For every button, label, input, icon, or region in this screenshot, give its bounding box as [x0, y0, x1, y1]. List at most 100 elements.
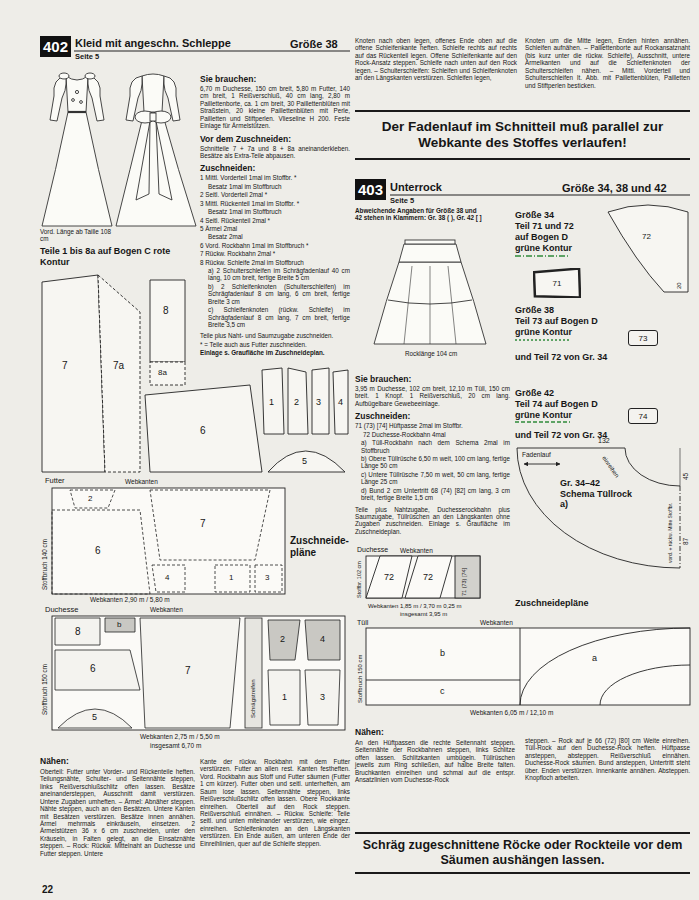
notice-box: Schräg zugeschnittene Röcke oder Rocktei…: [355, 832, 690, 874]
dimension-label: Rocklänge 104 cm: [405, 350, 457, 357]
piece-outline: [534, 269, 580, 298]
layout-line: [520, 628, 521, 705]
body-text: 2 Seitl. Vorderteil 2mal *: [200, 191, 350, 198]
body-text: 4 Seitl. Rückenteil 2mal *: [200, 217, 350, 224]
pattern-piece: [98, 275, 140, 472]
piece-number: b: [117, 620, 121, 629]
bias-strip: [245, 618, 262, 728]
body-text: Seite 5: [390, 197, 414, 206]
interlining-area: [305, 620, 340, 660]
body-text: Einlage s. Graufläche im Zuschneideplan.: [200, 349, 350, 356]
layout-piece: [55, 650, 140, 690]
pattern-piece: [312, 368, 329, 434]
interlining-area: [455, 556, 480, 598]
piece-number: 5: [92, 712, 97, 723]
dimension-label: Webkanten: [400, 547, 433, 555]
interlining-area: [105, 618, 135, 632]
body-text: Teil 71 und 72: [515, 221, 574, 232]
piece-number: 8: [163, 305, 169, 317]
sequin-flower: [80, 101, 83, 104]
piece-number: 72: [642, 232, 651, 241]
pattern-piece: 71: [533, 268, 581, 298]
piece-number: 4: [320, 634, 325, 645]
sequin-trim: [68, 111, 86, 113]
layout-piece: [366, 556, 412, 598]
body-text: Teile plus Naht- und Saumzugabe zuschnei…: [200, 332, 350, 339]
dress-skirt: [42, 112, 112, 226]
piece-number: 3: [320, 692, 325, 703]
heading-text: Sie brauchen:: [355, 374, 510, 384]
piece-number: 1: [282, 692, 287, 703]
number-badge: 403: [355, 179, 386, 200]
node-text: Der Fadenlauf im Schnitteil muß parallel…: [361, 119, 684, 151]
body-text: Knoten nach oben legen, offenes Ende obe…: [355, 37, 517, 82]
dress-train: [116, 112, 196, 226]
piece-number: 1: [269, 397, 274, 408]
body-text: Besatz 1mal im Stoffbruch: [208, 208, 350, 215]
layout-piece: [268, 670, 300, 725]
body-text: grüne Kontur: [515, 243, 572, 254]
piece-number: 72: [423, 572, 433, 583]
contour-sample: [515, 339, 570, 340]
bow-knot: [150, 113, 156, 121]
dimension-label: vord. + rückw. Mitte Stoffbr.: [668, 503, 673, 563]
schema-outline: [625, 448, 680, 486]
dimension-label: einreihen: [601, 455, 620, 479]
piece-number: 71 (73) [74]: [462, 568, 468, 596]
number-badge: 402: [40, 36, 71, 57]
piece-number: 2: [280, 634, 285, 645]
pattern-piece: [145, 385, 262, 472]
node-text: Schräg zugeschnittene Röcke oder Rocktei…: [361, 838, 684, 868]
heading-text: Futter: [45, 477, 65, 486]
body-text: * = Teile auch aus Futter zuschneiden.: [200, 341, 350, 348]
piece-number: 6: [90, 663, 96, 675]
piece-number: 6: [200, 425, 206, 437]
dimension-label: insgesamt 3,95 m: [400, 611, 447, 618]
piece-number: c: [440, 686, 445, 697]
body-text: 1 Mittl. Vorderteil 1mal im Stoffbr. *: [200, 174, 350, 181]
body-text: Teile plus Nahtzugabe, Duchesserockbahn …: [355, 506, 510, 536]
body-text: steppen. – Rock auf je 66 (72) [80] cm W…: [525, 737, 690, 782]
heading-text: Tüll: [357, 619, 368, 627]
body-text: c) Schleifenknoten (rückw. Schleife) im …: [208, 306, 350, 328]
body-text: a) Tüll-Rockbahn nach dem Schema 2mal im…: [361, 439, 510, 454]
skirt-fold: [404, 266, 456, 344]
piece-tag: 74: [628, 408, 658, 424]
dress-sleeve: [50, 76, 66, 121]
node-text: 73: [639, 334, 648, 343]
body-text: 5 Ärmel 2mal: [200, 225, 350, 232]
body-text: An den Hüftpassen die rechte Seitennaht …: [355, 739, 515, 784]
body-text: b) 2 Schleifenknoten (Schulterschleifen)…: [208, 283, 350, 305]
heading-text: Größe 34, 38 und 42: [562, 182, 667, 195]
body-text: Oberteil: Futter unter Vorder- und Rücke…: [40, 768, 195, 857]
contour-sample: [515, 255, 570, 256]
dimension-label: Fadenlauf: [522, 451, 551, 459]
layout-piece: [215, 565, 250, 592]
dress-bodice: [142, 74, 164, 112]
heading-text: Zuschneiden:: [355, 411, 510, 421]
heading-text: Nähen:: [355, 727, 515, 737]
body-text: a) 2 Schulterschleifen im Schrägfadenlau…: [208, 267, 350, 282]
dimension-label: Webkanten 2,90 m / 5,80 m: [90, 596, 170, 604]
dimension-label: Stoffbruch 150 cm: [357, 654, 363, 703]
layout-piece: [150, 490, 270, 560]
skirt-drawing: [374, 262, 486, 344]
shoulder-bow: [59, 73, 69, 79]
body-text: Kante der rückw. Rockbahn mit dem Futter…: [200, 758, 350, 847]
piece-number: 2: [88, 494, 92, 503]
body-text: grüne Kontur: [515, 410, 572, 421]
piece-number: 8a: [158, 368, 167, 377]
body-text: 72 Duchesse-Rockbahn 4mal: [363, 431, 510, 438]
body-text: Abweichende Angaben für Größe 38 und 42 …: [355, 207, 483, 222]
piece-number: 3: [316, 397, 321, 408]
piece-number: 7a: [113, 360, 124, 372]
layout-piece: [140, 618, 240, 728]
header-rule: [390, 194, 690, 195]
heading-text: Größe 34: [515, 210, 554, 221]
heading-text: Sie brauchen:: [200, 74, 350, 84]
heading-text: Größe 42: [515, 388, 554, 399]
layout-piece: [305, 670, 340, 725]
fabric-layout: [52, 488, 285, 594]
body-text: 6 Vord. Rockbahn 1mal im Stoffbruch *: [200, 242, 350, 249]
body-text: c) Untere Tüllrüsche 7,50 m weit, 50 cm …: [361, 471, 510, 486]
